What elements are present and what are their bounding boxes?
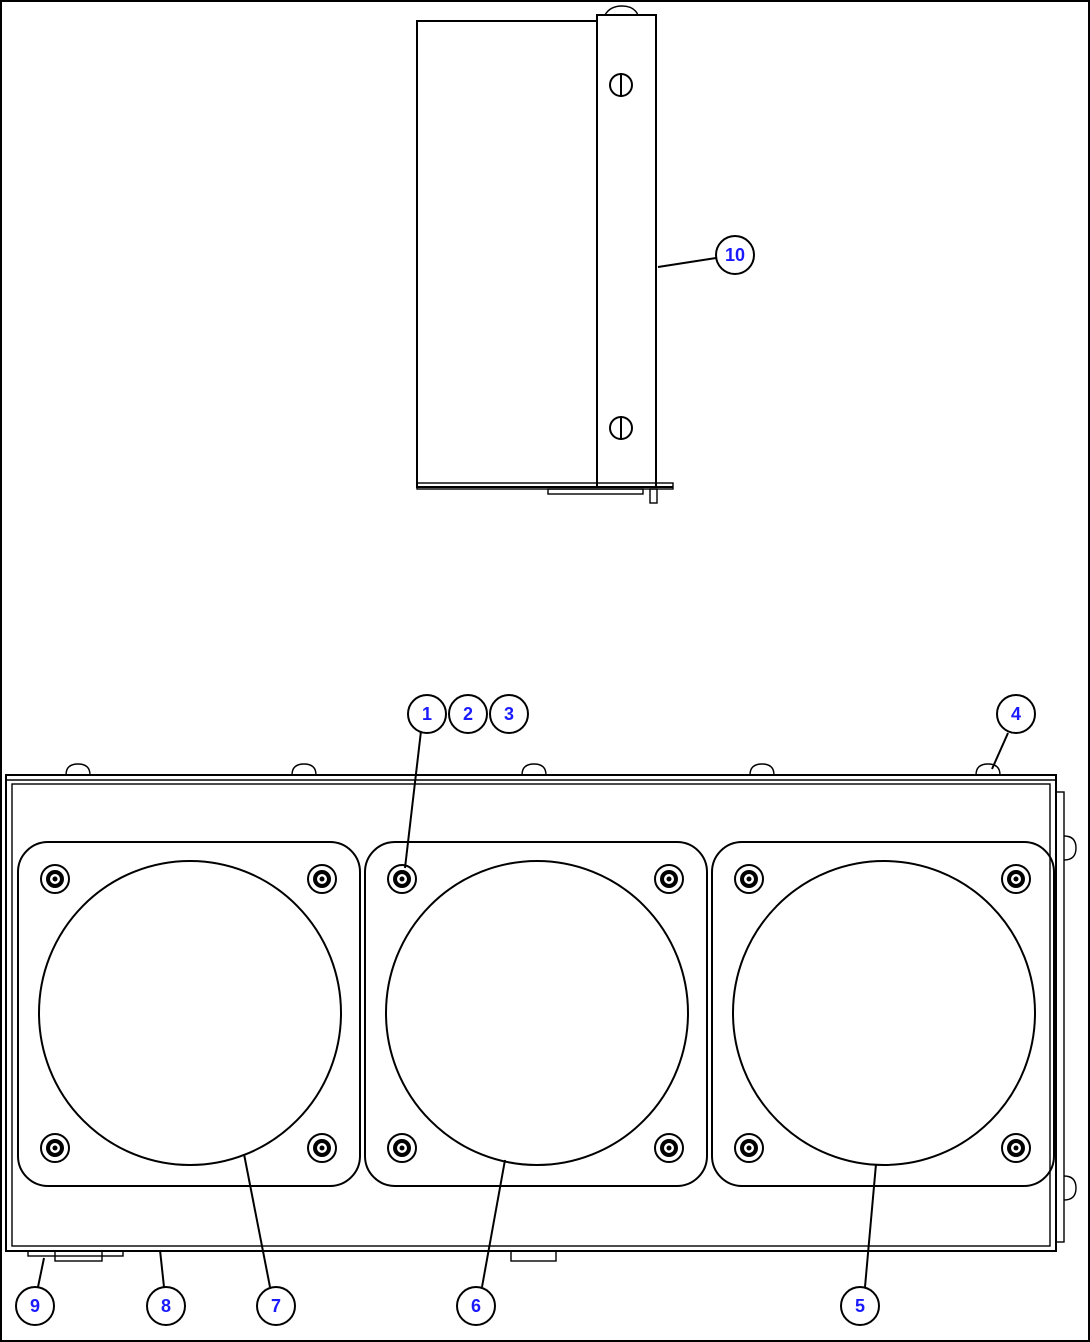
callout-4-label: 4 (1011, 704, 1021, 724)
callout-3-label: 3 (504, 704, 514, 724)
leader-10 (657, 257, 717, 268)
callout-7[interactable]: 7 (256, 1286, 296, 1326)
mounting-nut-center-4 (654, 1133, 684, 1163)
base-clip (547, 488, 644, 495)
callout-2-label: 2 (463, 704, 473, 724)
panel-side-flange (1055, 791, 1065, 1243)
base-plate (416, 482, 674, 490)
callout-8[interactable]: 8 (146, 1286, 186, 1326)
callout-9-label: 9 (30, 1296, 40, 1316)
side-tab-lower (1063, 1175, 1077, 1201)
front-view-panel (5, 763, 1077, 1262)
mounting-nut-center-2 (654, 864, 684, 894)
mounting-nut-left-4 (307, 1133, 337, 1163)
gauge-assembly-center (364, 841, 708, 1187)
callout-4[interactable]: 4 (996, 694, 1036, 734)
leader-8 (159, 1249, 165, 1288)
mounting-nut-left-3 (40, 1133, 70, 1163)
gauge-plate-center (364, 841, 708, 1187)
callout-10-label: 10 (725, 245, 745, 265)
callout-5-label: 5 (855, 1296, 865, 1316)
bottom-clip-center (510, 1250, 557, 1262)
gauge-plate-right (711, 841, 1055, 1187)
mounting-nut-right-1 (734, 864, 764, 894)
leader-1 (404, 730, 422, 869)
leader-lines (37, 257, 1009, 1288)
gauge-assembly-right (711, 841, 1055, 1187)
callout-1-label: 1 (422, 704, 432, 724)
gauge-plate-left (17, 841, 361, 1187)
housing-body (416, 20, 598, 488)
callout-6-label: 6 (471, 1296, 481, 1316)
flange-screw-lower (609, 416, 633, 440)
top-stud-4 (749, 763, 775, 776)
housing-flange (596, 14, 657, 488)
base-stud (649, 488, 658, 504)
side-view-housing (416, 5, 674, 504)
callout-1[interactable]: 1 (407, 694, 447, 734)
callout-5[interactable]: 5 (840, 1286, 880, 1326)
callout-7-label: 7 (271, 1296, 281, 1316)
leader-9 (37, 1257, 45, 1288)
callout-2[interactable]: 2 (448, 694, 488, 734)
leader-7 (243, 1153, 271, 1288)
gauge-group (17, 841, 1055, 1187)
mounting-nut-center-1 (387, 864, 417, 894)
gauge-dial-left (38, 860, 342, 1166)
leader-6 (481, 1159, 506, 1288)
leader-4 (991, 732, 1009, 770)
mounting-nut-left-1 (40, 864, 70, 894)
flange-screw-upper (609, 73, 633, 97)
mounting-nut-right-3 (734, 1133, 764, 1163)
bottom-clip-left (54, 1250, 103, 1262)
mounting-nut-right-2 (1001, 864, 1031, 894)
top-stud-3 (521, 763, 547, 776)
top-stud-5 (975, 763, 1001, 776)
top-stud-2 (291, 763, 317, 776)
mounting-nut-right-4 (1001, 1133, 1031, 1163)
leader-5 (864, 1163, 877, 1288)
side-tab-upper (1063, 835, 1077, 861)
callout-10[interactable]: 10 (715, 235, 755, 275)
callout-8-label: 8 (161, 1296, 171, 1316)
gauge-dial-right (732, 860, 1036, 1166)
callout-6[interactable]: 6 (456, 1286, 496, 1326)
callout-9[interactable]: 9 (15, 1286, 55, 1326)
gauge-dial-center (385, 860, 689, 1166)
mounting-nut-center-3 (387, 1133, 417, 1163)
panel-inner-frame (11, 783, 1051, 1247)
callout-3[interactable]: 3 (489, 694, 529, 734)
gauge-assembly-left (17, 841, 361, 1187)
top-stud-1 (65, 763, 91, 776)
mounting-nut-left-2 (307, 864, 337, 894)
top-screw-head (604, 5, 639, 16)
